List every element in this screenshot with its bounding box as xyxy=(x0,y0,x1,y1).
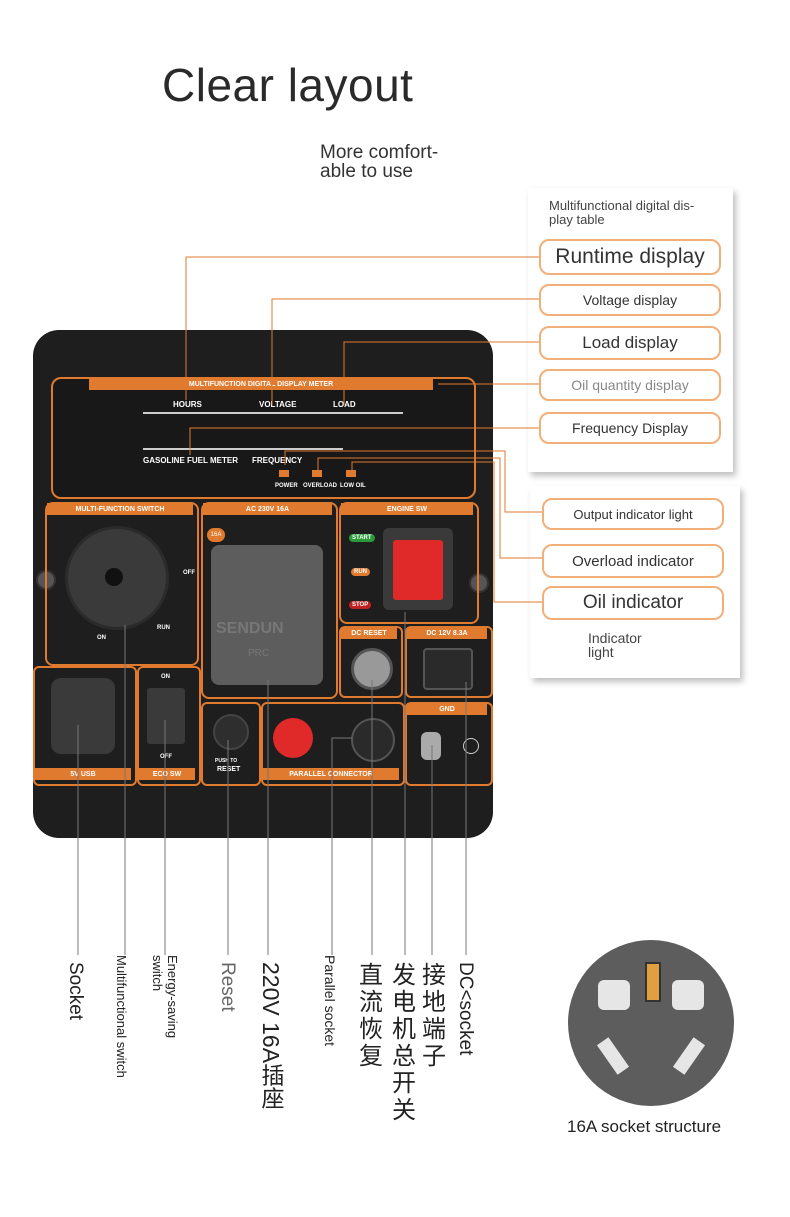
eco-switch-frame xyxy=(137,666,201,786)
reset-frame xyxy=(201,702,261,786)
brand-subtext: PRC xyxy=(248,648,270,659)
meter-label-hours: HOURS xyxy=(173,400,202,409)
leader-overload xyxy=(317,457,542,559)
multi-switch-on: ON xyxy=(97,635,106,641)
leader-frequency xyxy=(189,427,539,455)
push-reset-label-1: PUSH TO xyxy=(215,758,238,764)
ac-socket-cover[interactable] xyxy=(211,545,323,685)
indicator-caption-line-1: Indicator xyxy=(588,630,642,646)
socket-structure-image xyxy=(568,940,734,1106)
callout-load-display: Load display xyxy=(539,326,721,360)
callout-overload-indicator: Overload indicator xyxy=(542,544,724,578)
callout-runtime-display: Runtime display xyxy=(539,239,721,275)
digital-meter-frame xyxy=(51,377,476,499)
ac-socket-badge: 16A xyxy=(207,528,225,542)
engine-stop-label: STOP xyxy=(349,601,372,609)
display-card-heading-line-2: play table xyxy=(549,212,605,227)
parallel-connector-red[interactable] xyxy=(273,718,313,758)
indicator-label-low-oil: LOW OIL xyxy=(340,483,366,489)
usb-socket-cover[interactable] xyxy=(51,678,115,754)
generator-control-panel: MULTIFUNCTION DIGITAL DISPLAY METER HOUR… xyxy=(33,330,493,838)
power-led-icon xyxy=(279,470,289,477)
push-reset-label-2: RESET xyxy=(217,766,241,773)
display-card-heading: Multifunctional digital dis- play table xyxy=(549,199,719,227)
subtitle-line-2: able to use xyxy=(320,161,413,182)
indicator-label-power: POWER xyxy=(275,483,298,489)
leader-runtime xyxy=(185,256,539,400)
indicator-light-caption: Indicator light xyxy=(588,631,642,659)
callout-oil-quantity-display: Oil quantity display xyxy=(539,369,721,401)
socket-pin-left-icon xyxy=(598,980,630,1010)
multi-switch-off: OFF xyxy=(183,570,195,576)
subtitle-line-1: More comfort- xyxy=(320,142,439,163)
multi-switch-title: MULTI-FUNCTION SWITCH xyxy=(47,503,193,515)
ac-socket-title: AC 230V 16A xyxy=(203,503,332,515)
meter-label-voltage: VOLTAGE xyxy=(259,400,297,409)
engine-switch-title: ENGINE SW xyxy=(341,503,473,515)
label-ground-terminal: 接地端子 xyxy=(422,962,446,1070)
label-dc-recovery: 直流恢复 xyxy=(359,962,383,1070)
low-oil-led-icon xyxy=(346,470,356,477)
page-title: Clear layout xyxy=(162,59,414,111)
parallel-frame xyxy=(261,702,405,786)
brand-logo: SENDUN xyxy=(216,620,284,637)
label-energy-saving: Energy-saving switch xyxy=(150,955,180,1039)
label-parallel-socket: Parallel socket xyxy=(322,955,338,1047)
leader-oil-indicator xyxy=(351,461,542,603)
gnd-label: GND xyxy=(407,703,487,715)
engine-main-switch[interactable] xyxy=(393,540,443,600)
usb-label: 5V USB xyxy=(35,768,131,780)
leader-output-indicator xyxy=(284,450,542,513)
socket-pin-right-icon xyxy=(672,980,704,1010)
dc-socket-title: DC 12V 8.3A xyxy=(407,627,487,639)
indicator-label-overload: OVERLOAD xyxy=(303,483,338,489)
usb-frame xyxy=(33,666,137,786)
dc-socket-outlet[interactable] xyxy=(423,648,473,690)
label-socket: Socket xyxy=(65,962,86,1021)
display-card-heading-line-1: Multifunctional digital dis- xyxy=(549,198,695,213)
engine-run-label: RUN xyxy=(351,568,370,576)
label-main-switch: 发电机总开关 xyxy=(392,962,416,1124)
eco-switch-label: ECO SW xyxy=(139,768,195,780)
label-reset: Reset xyxy=(217,962,238,1012)
eco-toggle-switch[interactable] xyxy=(147,688,185,744)
leader-load xyxy=(343,341,539,405)
label-dc-socket: DC<socket xyxy=(455,962,476,1056)
meter-label-fuel: GASOLINE FUEL METER xyxy=(143,456,238,465)
parallel-connector-black[interactable] xyxy=(351,718,395,762)
meter-divider xyxy=(143,448,343,450)
leader-voltage xyxy=(271,298,539,405)
knob-center-icon xyxy=(105,568,123,586)
engine-start-label: START xyxy=(349,534,375,542)
meter-title: MULTIFUNCTION DIGITAL DISPLAY METER xyxy=(89,378,433,390)
multi-switch-run: RUN xyxy=(157,625,170,631)
socket-structure-caption: 16A socket structure xyxy=(567,1117,722,1136)
push-reset-button[interactable] xyxy=(213,714,249,750)
label-multi-switch: Multifunctional switch xyxy=(114,955,129,1078)
ground-terminal[interactable] xyxy=(421,732,441,760)
meter-divider xyxy=(143,412,403,414)
page-subtitle: More comfort- able to use xyxy=(320,143,480,181)
eco-on-label: ON xyxy=(161,674,170,680)
socket-slot-right-icon xyxy=(672,1037,706,1075)
screw-icon xyxy=(469,573,489,593)
callout-frequency-display: Frequency Display xyxy=(539,412,721,444)
label-ac-socket: 220V 16A插座 xyxy=(258,962,284,1110)
callout-output-indicator: Output indicator light xyxy=(542,498,724,530)
socket-pin-top-icon xyxy=(645,962,661,1002)
callout-oil-indicator: Oil indicator xyxy=(542,586,724,620)
meter-label-frequency: FREQUENCY xyxy=(252,456,303,465)
socket-slot-left-icon xyxy=(596,1037,630,1075)
overload-led-icon xyxy=(312,470,322,477)
ground-symbol-icon xyxy=(463,738,479,754)
eco-off-label: OFF xyxy=(160,754,172,760)
leader-parallel xyxy=(331,737,352,955)
dc-reset-title: DC RESET xyxy=(341,627,397,639)
parallel-label: PARALLEL CONNECTOR xyxy=(263,768,399,780)
indicator-caption-line-2: light xyxy=(588,644,614,660)
callout-voltage-display: Voltage display xyxy=(539,284,721,316)
